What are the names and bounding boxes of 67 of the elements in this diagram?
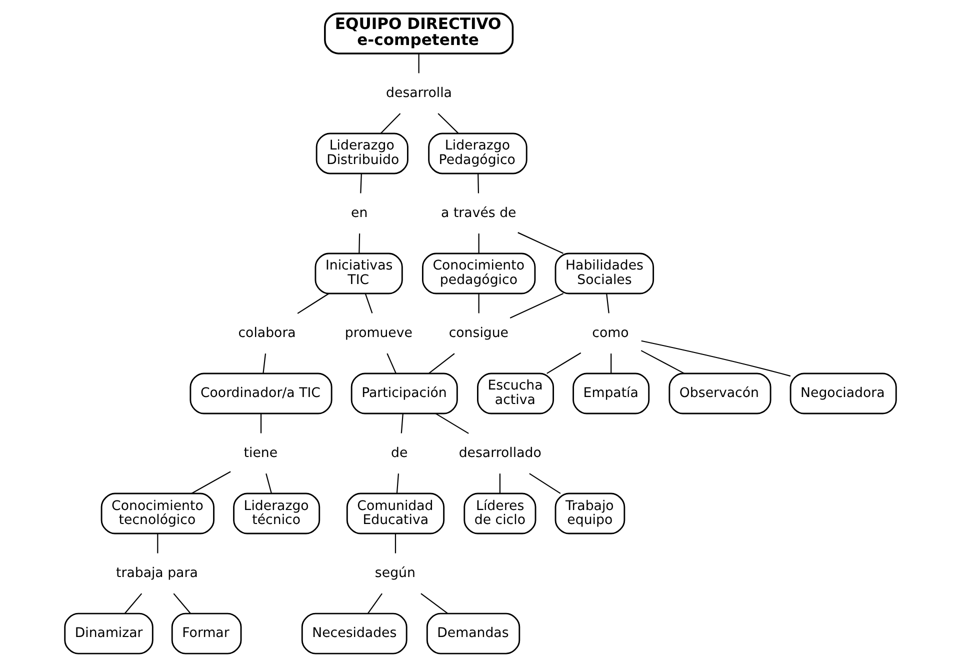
connector — [364, 292, 373, 313]
node-box: Liderazgo Pedagógico — [428, 132, 528, 174]
node-text: trabaja para — [116, 565, 198, 580]
node-box: Líderes de ciclo — [464, 492, 536, 534]
node-box: Empatía — [572, 372, 650, 414]
node-box: EQUIPO DIRECTIVO e-competente — [324, 12, 514, 54]
node-box: Observacón — [668, 372, 772, 414]
connector — [396, 473, 400, 493]
connector — [435, 412, 469, 434]
node-box: Liderazgo Distribuido — [316, 132, 408, 174]
connector — [610, 353, 612, 373]
node-text: colabora — [238, 325, 296, 340]
connector — [606, 292, 610, 313]
connector — [380, 112, 401, 134]
connector — [478, 293, 480, 313]
node-text: de — [391, 445, 408, 460]
connector — [420, 592, 448, 614]
node-box: Necesidades — [301, 612, 408, 654]
node-box: Trabajo equipo — [554, 492, 626, 534]
connector — [394, 533, 396, 553]
node-box: Coordinador/a TIC — [190, 372, 332, 414]
connector — [260, 413, 262, 433]
connector — [641, 340, 791, 376]
node-text: consigue — [448, 325, 509, 340]
connector — [478, 233, 480, 253]
connector — [640, 350, 684, 374]
node-text: en — [351, 205, 368, 220]
node-box: Comunidad Educativa — [346, 492, 445, 534]
connector — [428, 352, 455, 374]
connector — [478, 173, 480, 193]
connector — [546, 352, 582, 374]
node-text: desarrolla — [386, 85, 452, 100]
node-box: Dinamizar — [64, 612, 154, 654]
connector — [266, 472, 272, 493]
connector — [499, 473, 500, 493]
connector — [400, 413, 404, 433]
connector — [124, 592, 142, 614]
connector — [518, 232, 564, 254]
connector — [418, 52, 420, 73]
connector — [438, 112, 459, 134]
node-box: Iniciativas TIC — [314, 252, 403, 294]
connector — [386, 352, 396, 373]
node-text: según — [374, 565, 416, 580]
connector — [368, 592, 382, 614]
node-text: desarrollado — [458, 445, 542, 460]
connector — [157, 533, 158, 553]
node-box: Escucha activa — [477, 372, 554, 414]
node-box: Conocimiento pedagógico — [422, 252, 536, 294]
node-text: tiene — [244, 445, 278, 460]
node-box: Participación — [350, 372, 458, 414]
connector — [510, 292, 564, 318]
node-box: Conocimiento tecnológico — [100, 492, 215, 534]
connector — [173, 592, 191, 614]
connector — [360, 172, 362, 193]
node-box: Habilidades Sociales — [554, 252, 654, 294]
node-box: Demandas — [426, 612, 520, 654]
node-text: a través de — [441, 205, 516, 220]
connector — [262, 352, 266, 373]
node-box: Formar — [171, 612, 242, 654]
node-text: promueve — [344, 325, 412, 340]
node-box: Liderazgo técnico — [233, 492, 320, 534]
node-text: como — [592, 325, 629, 340]
connector — [297, 292, 330, 314]
connector — [191, 470, 231, 494]
connector — [358, 233, 360, 253]
node-box: Negociadora — [790, 372, 897, 414]
connector — [529, 472, 561, 494]
